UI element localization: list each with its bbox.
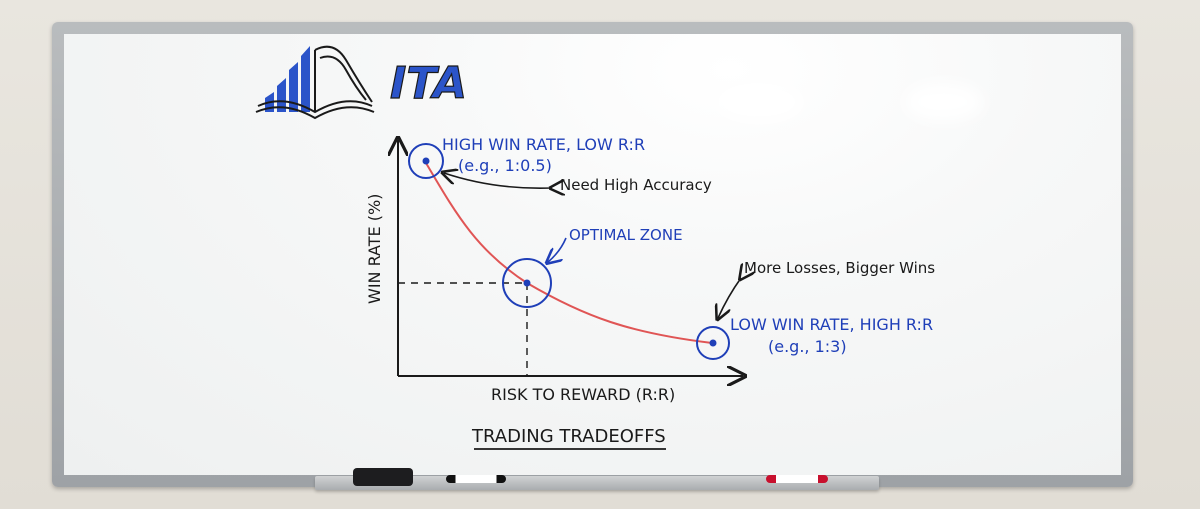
more-losses-text: More Losses, Bigger Wins: [744, 259, 935, 277]
low-win-rate-circle: [696, 326, 730, 360]
low-win-rate-point: [709, 339, 717, 347]
x-axis-label: RISK TO REWARD (R:R): [491, 385, 675, 404]
whiteboard-surface: [64, 34, 1121, 475]
light-glare: [714, 82, 804, 122]
high-win-rate-circle: [408, 143, 444, 179]
logo-text: ITA: [390, 58, 467, 109]
red-marker: [766, 475, 828, 483]
high-win-rate-example: (e.g., 1:0.5): [458, 156, 552, 175]
need-high-accuracy-text: Need High Accuracy: [560, 176, 712, 194]
ita-logo: ITA: [255, 45, 468, 120]
more-losses-arrow: [718, 278, 741, 318]
need-high-accuracy-arrow: [444, 173, 552, 188]
y-axis-label: WIN RATE (%): [365, 194, 384, 304]
eraser: [353, 468, 413, 486]
optimal-zone-arrow: [548, 237, 567, 262]
light-glare: [904, 82, 984, 122]
optimal-zone-point: [523, 279, 531, 287]
chart-axes: [398, 140, 743, 376]
high-win-rate-title: HIGH WIN RATE, LOW R:R: [442, 135, 645, 154]
low-win-rate-title: LOW WIN RATE, HIGH R:R: [730, 315, 933, 334]
logo-book-icon: [255, 45, 375, 120]
page-title: TRADING TRADEOFFS: [471, 426, 666, 447]
high-win-rate-point: [422, 157, 430, 165]
optimal-zone-circle: [502, 258, 552, 308]
optimal-zone-text: OPTIMAL ZONE: [569, 226, 683, 244]
black-marker: [446, 475, 506, 483]
low-win-rate-example: (e.g., 1:3): [768, 337, 847, 356]
